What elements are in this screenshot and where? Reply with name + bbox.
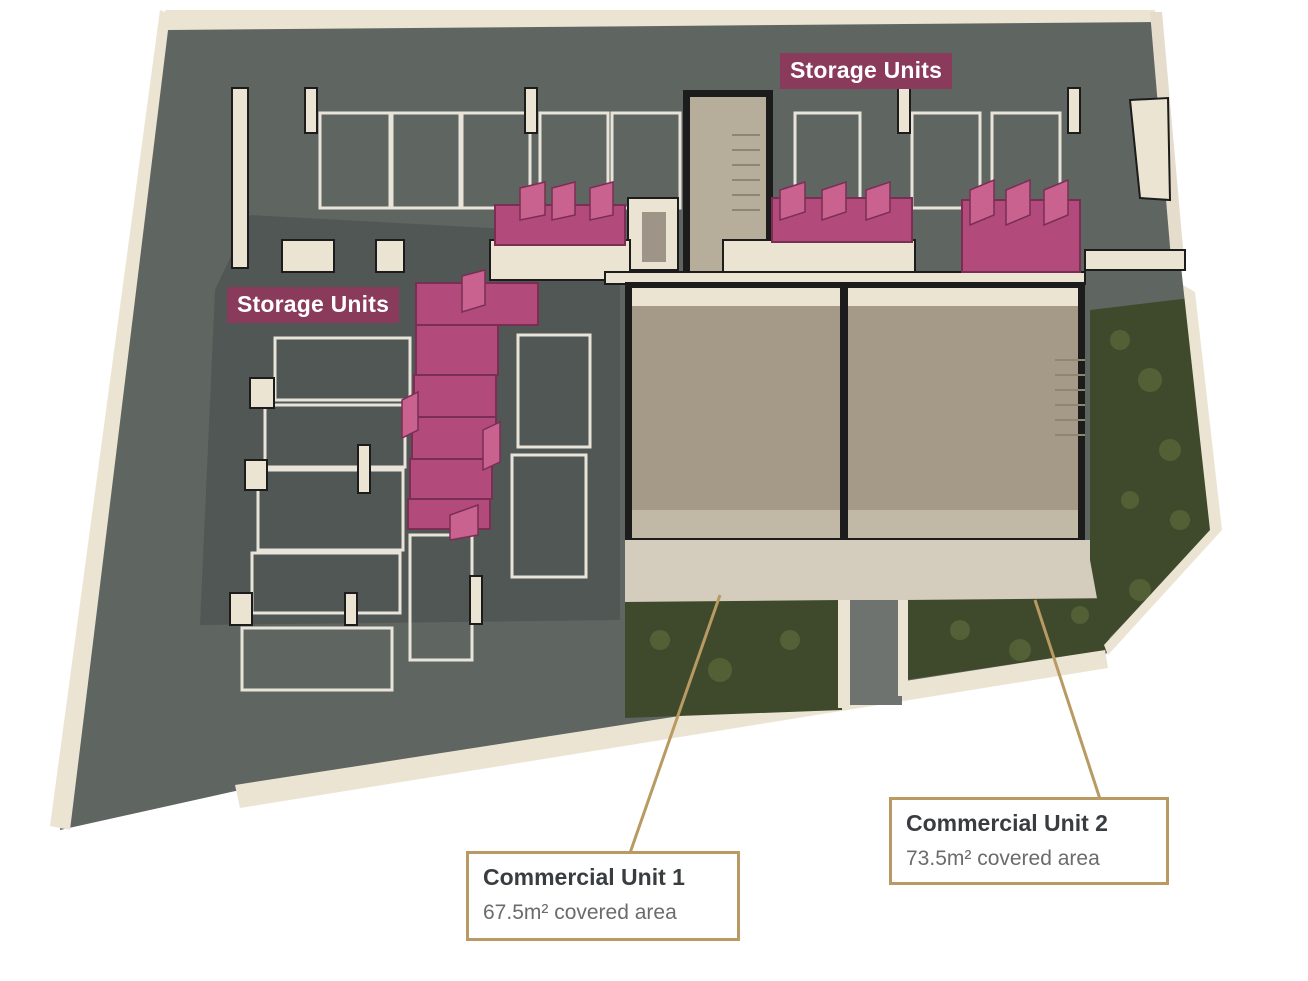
front-pavement [625, 540, 1120, 605]
garden-shrubs [650, 330, 1190, 682]
commercial-unit-1-floor [625, 282, 847, 540]
internal-walls [229, 87, 1081, 626]
commercial-unit-1-callout: Commercial Unit 1 67.5m² covered area [466, 851, 740, 941]
perimeter-wall-left [50, 10, 170, 830]
perimeter-wall-top [165, 10, 1155, 30]
garden-bottom-right [905, 598, 1125, 680]
storage-units-label-left: Storage Units [227, 287, 400, 323]
commercial-unit-2-callout: Commercial Unit 2 73.5m² covered area [889, 797, 1169, 885]
storage-unit-doors [401, 178, 1069, 541]
storage-units-label-top: Storage Units [780, 53, 953, 89]
commercial-unit-1-name: Commercial Unit 1 [483, 864, 685, 890]
walkway [850, 600, 902, 705]
commercial-unit-2-area: 73.5m² covered area [906, 847, 1100, 870]
garden-right [1090, 298, 1218, 642]
commercial-unit-2-name: Commercial Unit 2 [906, 810, 1108, 836]
commercial-unit-2-floor [840, 282, 1085, 540]
commercial-unit-1-area: 67.5m² covered area [483, 901, 677, 924]
garden-bottom-left [625, 600, 842, 718]
callout-leader-lines [628, 594, 1102, 854]
